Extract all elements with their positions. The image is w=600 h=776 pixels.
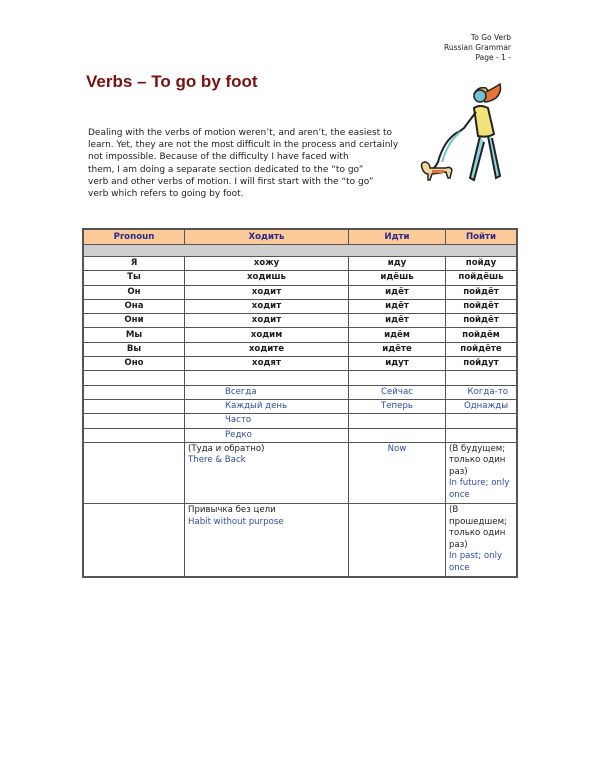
intro-paragraph: Dealing with the verbs of motion weren’t…: [88, 127, 428, 200]
intro-line: not impossible. Because of the difficult…: [88, 152, 349, 163]
page-title: Verbs – To go by foot: [86, 72, 258, 91]
header-page-number: Page - 1 -: [475, 53, 512, 62]
note-ru: (В прошедшем;: [449, 505, 507, 527]
intro-line: them, I am doing a separate section dedi…: [88, 164, 364, 175]
adverb-row: Редко: [82, 427, 518, 443]
intro-line: learn. Yet, they are not the most diffic…: [88, 140, 399, 151]
col-header-khodit: Ходить: [184, 228, 349, 245]
separator-row: [82, 244, 518, 257]
page-header: To Go Verb Russian Grammar Page - 1 -: [444, 33, 511, 63]
col-header-idti: Идти: [348, 228, 446, 245]
table-row: Оно ходят идут пойдут: [82, 356, 518, 372]
table-row: Ты ходишь идёшь пойдёшь: [82, 270, 518, 286]
col-header-pronoun: Pronoun: [82, 228, 185, 245]
note-ru: только один раз): [449, 528, 506, 550]
note-en: Habit without purpose: [188, 516, 284, 527]
intro-line: Dealing with the verbs of motion weren’t…: [88, 128, 393, 138]
header-doc-title: To Go Verb: [470, 33, 511, 42]
table-row: Они ходит идёт пойдёт: [82, 313, 518, 329]
note-ru: только один раз): [449, 455, 506, 477]
note-ru: (Туда и обратно): [188, 443, 265, 454]
note-ru: (В будущем;: [449, 443, 506, 454]
table-row: Мы ходим идём пойдём: [82, 327, 518, 343]
note-row: Привычка без цели Habit without purpose …: [82, 503, 518, 578]
note-en: There & Back: [188, 455, 246, 466]
table-row: Он ходит идёт пойдёт: [82, 284, 518, 300]
table-row: Вы ходите идёте пойдёте: [82, 341, 518, 358]
intro-line: verb and other verbs of motion. I will f…: [88, 176, 374, 187]
adverb-row: Каждый день Теперь Однажды: [82, 398, 518, 415]
note-now: Now: [348, 441, 446, 505]
header-subject: Russian Grammar: [443, 43, 511, 52]
table-header-row: Pronoun Ходить Идти Пойти: [82, 228, 518, 245]
intro-line: verb which refers to going by foot.: [88, 189, 244, 200]
table-row: Она ходит идёт пойдёт: [82, 298, 518, 315]
adverb-row: Часто: [82, 413, 518, 429]
verb-conjugation-table: Pronoun Ходить Идти Пойти Я хожу иду пой…: [82, 228, 518, 579]
person-walking-dog-icon: [418, 82, 528, 194]
adverb-row: Всегда Сейчас Когда-то: [82, 384, 518, 400]
note-row: (Туда и обратно) There & Back Now (В буд…: [82, 441, 518, 505]
note-en: In future; only once: [449, 478, 510, 500]
table-row: Я хожу иду пойду: [82, 255, 518, 272]
note-ru: Привычка без цели: [188, 505, 276, 516]
empty-row: [82, 370, 518, 386]
note-en: In past; only once: [449, 551, 503, 573]
col-header-poiti: Пойти: [445, 228, 518, 245]
